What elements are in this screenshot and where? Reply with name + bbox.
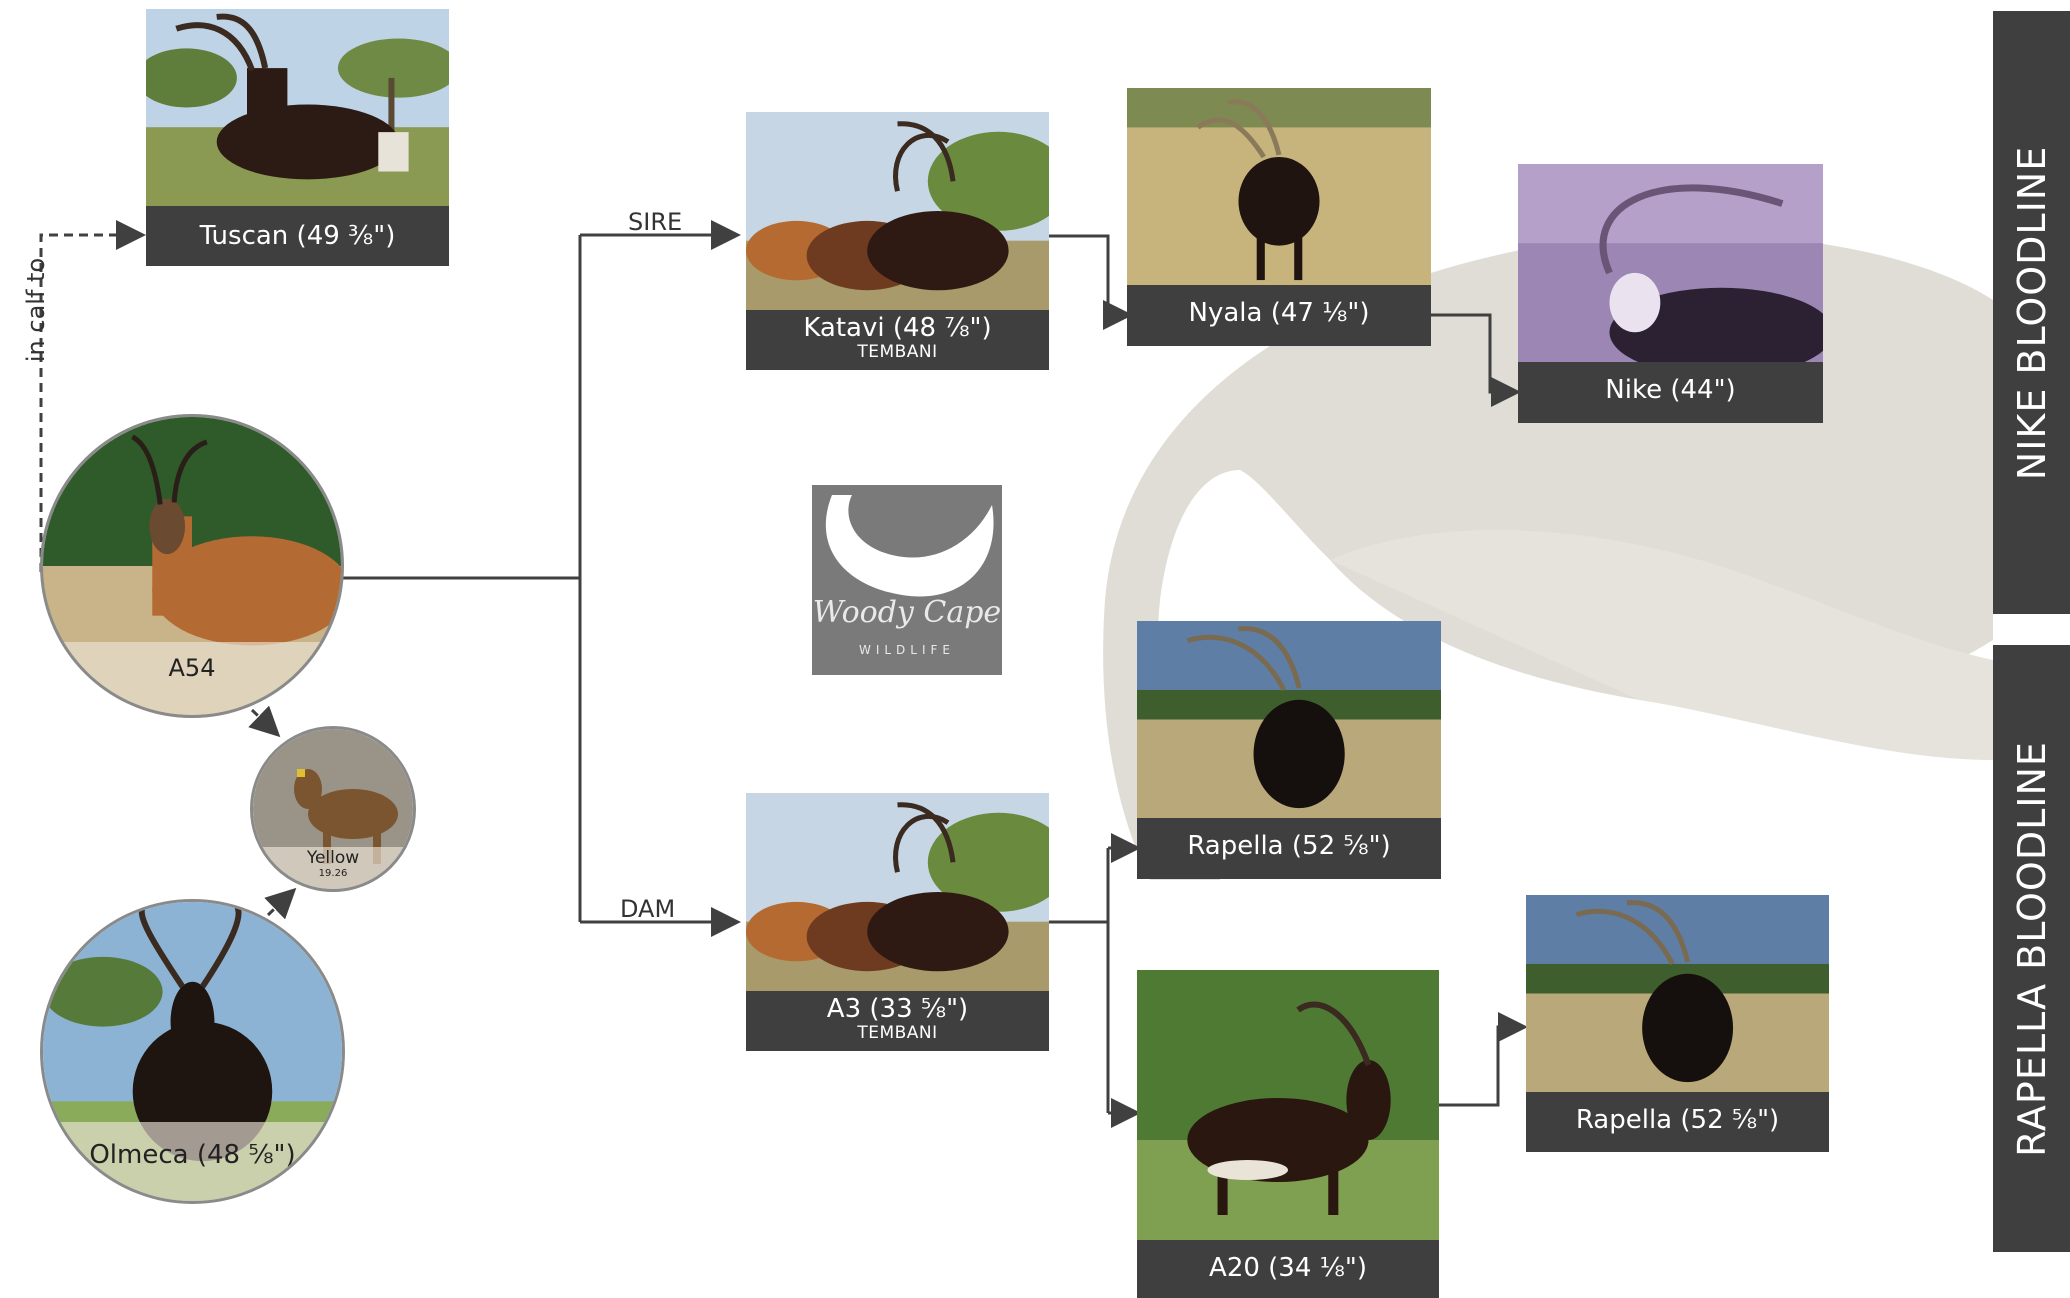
animal-caption: Katavi (48 ⅞") TEMBANI <box>746 310 1049 370</box>
animal-name: Katavi (48 ⅞") <box>803 313 992 343</box>
animal-name: Rapella (52 ⅝") <box>1187 831 1391 861</box>
connector-in-calf <box>39 220 146 572</box>
in-calf-label: in calf to <box>22 257 51 363</box>
animal-caption: A3 (33 ⅝") TEMBANI <box>746 991 1049 1051</box>
animal-name: A20 (34 ⅛") <box>1209 1253 1367 1283</box>
animal-photo <box>146 9 449 206</box>
dam-label: DAM <box>620 895 676 923</box>
woody-cape-logo: Woody Cape WILDLIFE <box>812 485 1002 675</box>
animal-circle-olmeca[interactable]: Olmeca (48 ⅝") <box>40 899 345 1204</box>
animal-caption: Tuscan (49 ⅜") <box>146 206 449 266</box>
animal-name: Tuscan (49 ⅜") <box>199 221 396 251</box>
connector-katavi-nyala <box>1049 234 1133 330</box>
animal-card-tuscan[interactable]: Tuscan (49 ⅜") <box>146 9 449 266</box>
animal-photo <box>1127 88 1431 285</box>
animal-card-a20[interactable]: A20 (34 ⅛") <box>1137 970 1439 1298</box>
bloodline-label-rapella: RAPELLA BLOODLINE <box>2009 740 2054 1157</box>
animal-card-nike[interactable]: Nike (44") <box>1518 164 1823 423</box>
animal-photo <box>1137 621 1441 818</box>
animal-photo <box>1518 164 1823 362</box>
animal-card-nyala[interactable]: Nyala (47 ⅛") <box>1127 88 1431 346</box>
animal-name: Nike (44") <box>1605 375 1736 405</box>
animal-photo <box>1137 970 1439 1240</box>
logo-script-text: Woody Cape <box>812 595 1002 630</box>
animal-card-rapella-top[interactable]: Rapella (52 ⅝") <box>1137 621 1441 879</box>
animal-name: A3 (33 ⅝") <box>826 994 969 1024</box>
logo-swoosh-icon <box>825 495 994 597</box>
animal-circle-a54[interactable]: A54 <box>40 414 344 718</box>
animal-caption: A20 (34 ⅛") <box>1137 1240 1439 1298</box>
animal-card-katavi[interactable]: Katavi (48 ⅞") TEMBANI <box>746 112 1049 370</box>
animal-card-a3[interactable]: A3 (33 ⅝") TEMBANI <box>746 793 1049 1051</box>
animal-caption: Nike (44") <box>1518 362 1823 423</box>
animal-caption: Nyala (47 ⅛") <box>1127 285 1431 346</box>
logo-small-text: WILDLIFE <box>858 643 956 657</box>
animal-caption: Rapella (52 ⅝") <box>1137 818 1441 879</box>
animal-name: Yellow 19.26 <box>253 847 413 889</box>
animal-origin: TEMBANI <box>857 1023 938 1043</box>
animal-photo <box>1526 895 1829 1092</box>
animal-caption: Rapella (52 ⅝") <box>1526 1092 1829 1152</box>
animal-tag: 19.26 <box>318 868 348 879</box>
sire-label: SIRE <box>628 208 683 236</box>
animal-name-text: Yellow <box>306 848 360 868</box>
connector-a20-rapella <box>1439 1012 1528 1107</box>
animal-name: Nyala (47 ⅛") <box>1188 298 1370 328</box>
bloodline-bar-rapella: RAPELLA BLOODLINE <box>1993 645 2070 1252</box>
animal-card-rapella-right[interactable]: Rapella (52 ⅝") <box>1526 895 1829 1152</box>
bloodline-label-nike: NIKE BLOODLINE <box>2009 145 2054 480</box>
animal-name: Rapella (52 ⅝") <box>1575 1105 1780 1135</box>
animal-name: Olmeca (48 ⅝") <box>43 1122 342 1201</box>
animal-circle-yellow[interactable]: Yellow 19.26 <box>250 726 416 892</box>
animal-origin: TEMBANI <box>857 342 938 362</box>
bloodline-bar-nike: NIKE BLOODLINE <box>1993 11 2070 614</box>
animal-name: A54 <box>43 642 341 715</box>
animal-photo <box>746 793 1049 991</box>
animal-photo <box>746 112 1049 310</box>
connector-nyala-nike <box>1431 313 1521 407</box>
